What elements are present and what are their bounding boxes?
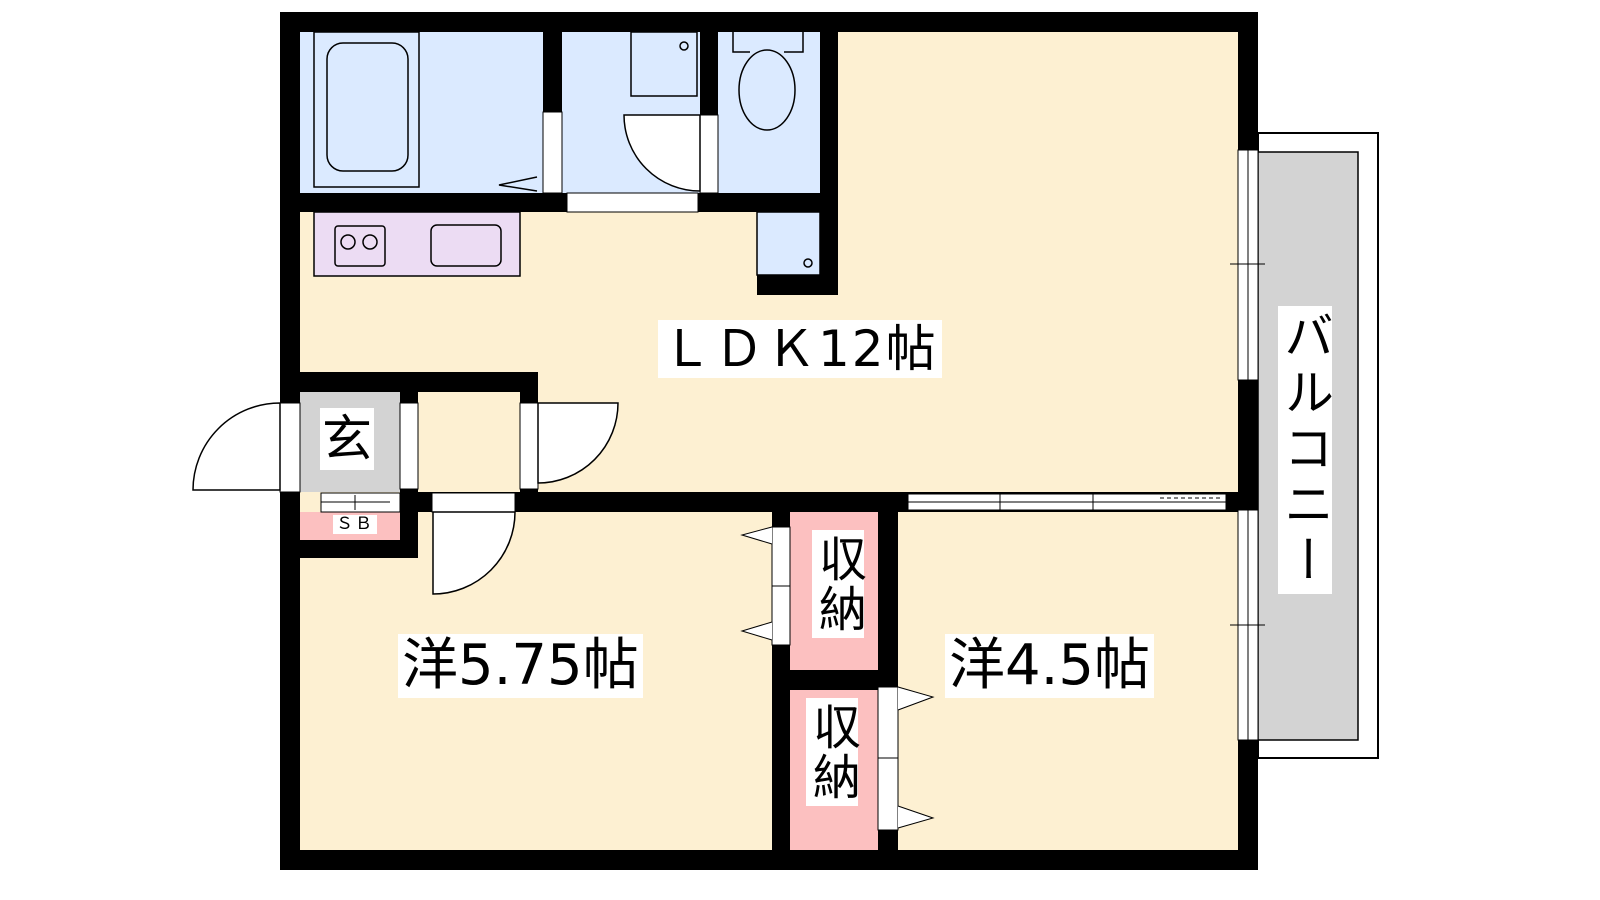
bedroom-door[interactable] <box>431 492 516 513</box>
storage-lower-label: 収納 <box>804 698 860 806</box>
balcony-label: バルコニー <box>1276 306 1334 594</box>
ldk-label: ＬＤＫ12帖 <box>658 320 942 378</box>
washroom-door[interactable] <box>566 192 699 213</box>
storage-upper-label: 収納 <box>810 530 866 638</box>
bath-door[interactable] <box>542 111 563 194</box>
bathroom <box>300 32 543 193</box>
ldk-door[interactable] <box>519 402 539 490</box>
stove-burner-icon <box>362 234 378 250</box>
stove-burner-icon <box>340 234 356 250</box>
western-room-left-label: 洋5.75帖 <box>398 634 643 698</box>
fridge-space <box>756 211 821 276</box>
storage-upper-door[interactable] <box>740 526 791 646</box>
western-room-right-label: 洋4.5帖 <box>945 634 1155 698</box>
storage-lower-door[interactable] <box>877 686 935 831</box>
toilet-door[interactable] <box>699 114 719 194</box>
toilet-icon <box>732 32 804 131</box>
bathtub-icon <box>313 31 420 188</box>
washbasin-icon <box>630 31 698 97</box>
window-bedroom <box>1230 509 1265 741</box>
sink-icon <box>430 224 502 267</box>
window-ldk <box>1230 149 1265 381</box>
front-door[interactable] <box>279 402 301 493</box>
hall-door[interactable] <box>399 402 419 490</box>
shoe-box-label: ＳＢ <box>333 515 377 534</box>
entrance-label: 玄 <box>320 408 374 470</box>
sliding-door[interactable] <box>907 493 1227 511</box>
